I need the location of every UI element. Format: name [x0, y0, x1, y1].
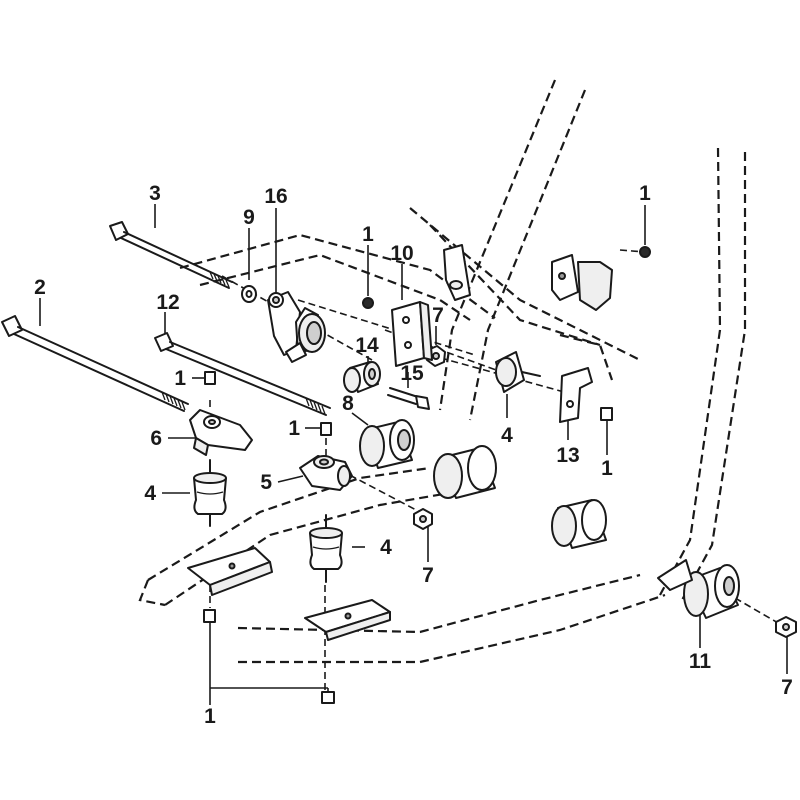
- callout-3: 3: [149, 182, 161, 205]
- lower-mount-plate-mid: [304, 599, 391, 641]
- callout-4-right: 4: [501, 424, 513, 447]
- engine-mount-4-right: [495, 351, 541, 393]
- bolt-15: [387, 387, 430, 410]
- bushing-8: [359, 419, 415, 469]
- callout-2: 2: [34, 276, 46, 299]
- plate-10: [391, 301, 433, 367]
- callout-14: 14: [355, 334, 379, 357]
- engine-mount-4-left: [193, 459, 227, 527]
- callout-12: 12: [156, 291, 179, 314]
- bushing-11: [657, 559, 740, 619]
- frame-bracket-upper-right: [551, 254, 613, 311]
- leader-lines: [39, 204, 788, 705]
- callout-5: 5: [260, 471, 272, 494]
- callout-1-left-mid: 1: [288, 417, 300, 440]
- nut-1-top-right: [639, 246, 651, 258]
- callout-4-mid: 4: [380, 536, 392, 559]
- callout-labels: 3 16 9 1 10 1 2 12 7 14 15 1 8 1 6 4 13 …: [34, 182, 793, 728]
- callout-6: 6: [150, 427, 162, 450]
- frame-bracket-upper-mid: [443, 244, 471, 301]
- washer-9: [241, 285, 257, 303]
- callout-11: 11: [689, 650, 712, 673]
- bracket-5: [299, 455, 353, 491]
- bolt-3: [109, 221, 233, 289]
- bolt-2: [1, 315, 189, 412]
- nut-7-right: [775, 616, 797, 638]
- nut-7-mid: [413, 508, 433, 530]
- engine-mount-4-mid: [309, 514, 343, 583]
- nut-1-bottom-left: [203, 609, 216, 623]
- callout-1-bottom: 1: [204, 705, 216, 728]
- callout-7-upper: 7: [432, 304, 444, 327]
- callout-10: 10: [390, 242, 413, 265]
- frame-sleeve-left: [433, 445, 497, 499]
- bushing-14: [343, 361, 381, 393]
- callout-8: 8: [342, 392, 354, 415]
- nut-1-left-upper: [204, 371, 216, 385]
- bracket-13: [559, 367, 593, 423]
- callout-15: 15: [400, 362, 424, 385]
- bracket-16: [267, 291, 326, 363]
- callout-13: 13: [556, 444, 579, 467]
- lower-mount-plate-left: [187, 547, 273, 596]
- callout-1-right-lower: 1: [601, 457, 613, 480]
- callout-9: 9: [243, 206, 255, 229]
- callout-7-mid: 7: [422, 564, 434, 587]
- nut-1-bottom: [321, 691, 335, 704]
- nut-1-right-lower: [600, 407, 613, 421]
- callout-4-left: 4: [144, 482, 156, 505]
- callout-1-top-right: 1: [639, 182, 651, 205]
- bolt-12: [154, 332, 331, 416]
- nut-1-left-mid: [320, 422, 332, 436]
- callout-1-top-mid: 1: [362, 223, 374, 246]
- callout-16: 16: [264, 185, 287, 208]
- callout-1-left-upper: 1: [174, 367, 186, 390]
- nut-1-top-mid: [362, 297, 374, 309]
- frame-sleeve-right: [551, 499, 607, 549]
- callout-7-right: 7: [781, 676, 793, 699]
- bracket-6: [189, 409, 253, 456]
